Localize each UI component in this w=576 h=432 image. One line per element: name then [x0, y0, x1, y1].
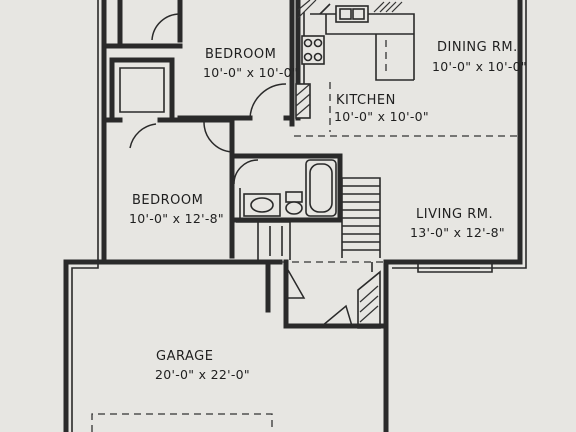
stairs — [341, 177, 381, 258]
garage-door — [91, 413, 273, 432]
bedroom-1-dims: 10'-0" x 10'-0" — [203, 65, 298, 80]
kitchen-label: KITCHEN — [336, 93, 396, 108]
toilet-bowl — [285, 201, 303, 215]
hall-closets — [236, 221, 291, 260]
kitchen-dims: 10'-0" x 10'-0" — [334, 109, 429, 124]
exterior-walls — [63, 0, 527, 432]
upper-left-closets — [101, 0, 183, 123]
living-room-label: LIVING RM. — [416, 207, 493, 222]
bathtub — [305, 159, 337, 217]
stove — [301, 35, 325, 65]
pantry — [295, 83, 311, 119]
garage-dims: 20'-0" x 22'-0" — [155, 367, 250, 382]
bedroom-1-label: BEDROOM — [205, 47, 276, 62]
living-room-dims: 13'-0" x 12'-8" — [410, 225, 505, 240]
dining-room-label: DINING RM. — [437, 40, 518, 55]
entry-area — [265, 259, 389, 329]
bedroom-2-label: BEDROOM — [132, 193, 203, 208]
bedroom-1-walls — [177, 0, 295, 127]
toilet-tank — [285, 191, 303, 203]
kitchen-counters — [295, 0, 415, 121]
bathroom — [229, 153, 343, 223]
vanity — [243, 193, 281, 217]
bedroom-2-walls — [101, 117, 235, 259]
dining-room-dims: 10'-0" x 10'-0" — [432, 59, 527, 74]
living-room-window — [417, 262, 493, 273]
garage-label: GARAGE — [156, 349, 213, 364]
kitchen-sink — [335, 5, 369, 23]
bedroom-2-dims: 10'-0" x 12'-8" — [129, 211, 224, 226]
open-plan-boundaries — [280, 82, 520, 263]
kitchen-hatching — [295, 0, 403, 117]
